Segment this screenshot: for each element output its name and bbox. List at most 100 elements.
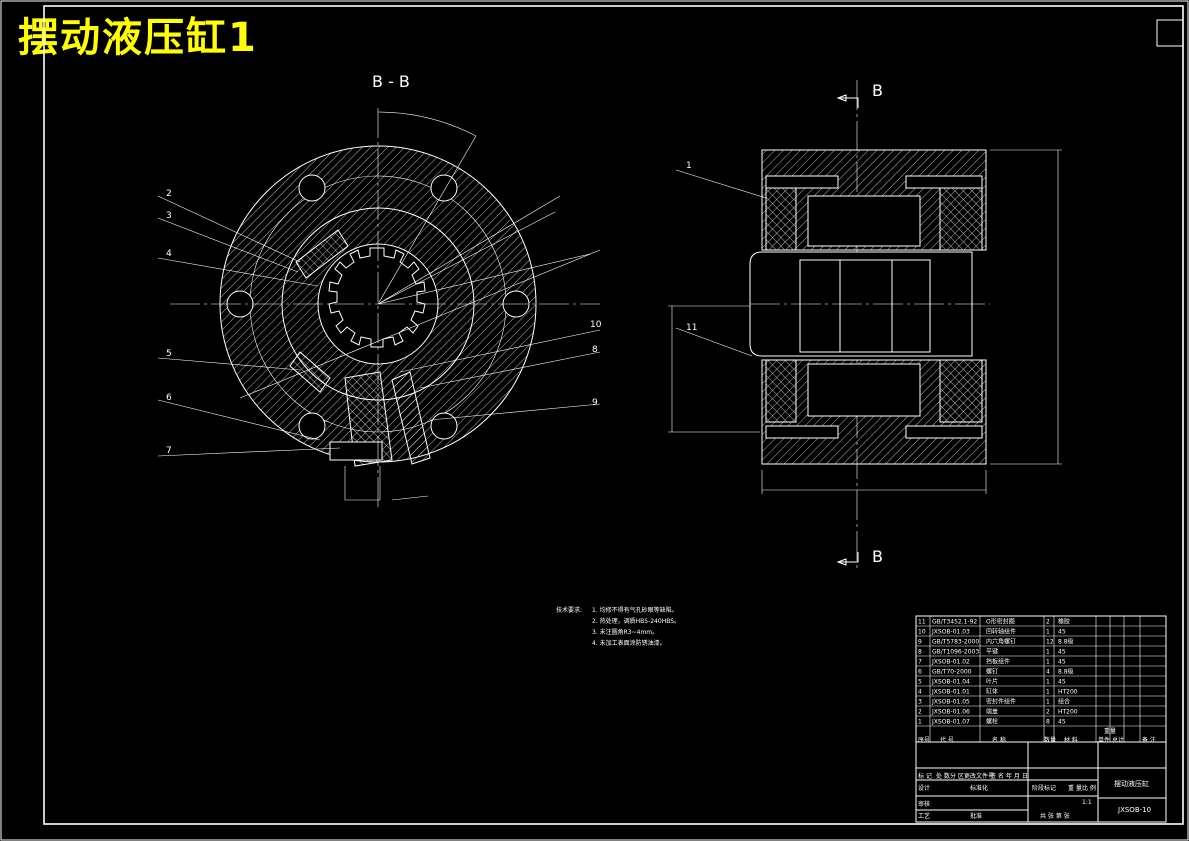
parts-cell-material: 45 (1058, 719, 1066, 726)
parts-cell-qty: 8 (1046, 719, 1050, 726)
parts-cell-code: GB/T5783-2000 (932, 639, 979, 646)
parts-cell-material: 橡胶 (1058, 618, 1070, 626)
parts-cell-code: JXSOB-01.06 (931, 709, 970, 716)
parts-cell-no: 11 (918, 619, 926, 626)
baffle-key (329, 441, 383, 461)
approve-label: 批准 (970, 812, 982, 820)
parts-row: 7 JXSOB-01.02 挡板组件 1 45 (916, 658, 1166, 667)
balloon-1: 1 (686, 161, 692, 171)
balloon-10: 10 (590, 320, 602, 330)
scale-value: 1:1 (1082, 799, 1092, 806)
parts-cell-qty: 4 (1046, 669, 1050, 676)
bolt-bottom-right (905, 425, 983, 439)
change-doc-label: 更改文件号 (964, 772, 994, 780)
parts-cell-qty: 1 (1046, 629, 1050, 636)
parts-cell-material: 45 (1058, 659, 1066, 666)
parts-cell-code: GB/T1096-2003 (932, 649, 979, 656)
bolt-hole-1 (298, 174, 326, 202)
parts-cell-no: 1 (918, 719, 922, 726)
parts-cell-material: 8.8级 (1058, 638, 1074, 646)
radial-line-2 (239, 249, 601, 399)
parts-cell-no: 5 (918, 679, 922, 686)
parts-cell-name: 密封件组件 (986, 698, 1016, 706)
section-arrow-top: B (872, 81, 883, 100)
parts-cell-no: 10 (918, 629, 926, 636)
weight-label: 重 量 (1068, 784, 1082, 792)
parts-cell-no: 7 (918, 659, 922, 666)
drawing-frame (43, 5, 1184, 825)
parts-cell-name: 缸体 (986, 688, 998, 696)
balloon-9: 9 (592, 398, 598, 408)
mark-label: 标 记 (918, 772, 932, 780)
balloons-left: 2 3 4 5 6 7 8 9 10 (157, 189, 602, 457)
section-view-bb: B - B (157, 72, 602, 508)
parts-cell-name: 挡板组件 (986, 658, 1010, 666)
process-label: 工艺 (918, 812, 930, 820)
parts-header-code: 代 号 (940, 736, 954, 744)
parts-cell-no: 6 (918, 669, 922, 676)
upper-seal (295, 229, 349, 279)
parts-cell-code: JXSOB-01.02 (931, 659, 970, 666)
parts-cell-material: 组合 (1058, 698, 1070, 706)
parts-header-no: 序号 (918, 736, 930, 744)
balloon-3: 3 (166, 211, 172, 221)
spline-shaft (328, 247, 426, 348)
balloon-8: 8 (592, 345, 598, 355)
stage-label: 阶段标记 (1032, 784, 1056, 792)
dim-leaders (344, 195, 591, 501)
tech-item-3: 3. 未注圆角R3~4mm。 (592, 628, 658, 636)
parts-cell-name: 内六角螺钉 (986, 638, 1016, 646)
parts-cell-code: JXSOB-01.07 (931, 719, 970, 726)
parts-header-weight: 重量 (1104, 727, 1116, 735)
parts-cell-code: JXSOB-01.04 (931, 679, 970, 686)
vane-stop (391, 371, 431, 465)
parts-cell-code: JXSOB-01.03 (931, 629, 970, 636)
parts-cell-name: 螺钉 (986, 668, 998, 676)
bolt-top-left (765, 175, 839, 189)
tech-heading: 技术要求: (556, 606, 582, 614)
parts-cell-qty: 1 (1046, 679, 1050, 686)
division-label: 分 区 (950, 772, 964, 780)
parts-header-note: 备 注 (1142, 736, 1156, 744)
parts-cell-name: 叶片 (986, 678, 998, 686)
parts-cell-no: 8 (918, 649, 922, 656)
parts-cell-qty: 1 (1046, 699, 1050, 706)
balloon-11: 11 (686, 323, 697, 333)
parts-cell-material: 8.8级 (1058, 668, 1074, 676)
parts-header-total_weight: 总计 (1112, 736, 1124, 744)
parts-cell-qty: 2 (1046, 619, 1050, 626)
tech-requirements: 技术要求: 1. 均修不得有气孔砂眼等缺陷。 2. 热处理，调质HB5-240H… (556, 606, 680, 647)
tech-item-2: 2. 热处理，调质HB5-240HBS。 (592, 617, 680, 625)
parts-cell-qty: 12 (1046, 639, 1054, 646)
bolt-hole-6 (430, 412, 458, 440)
tech-item-1: 1. 均修不得有气孔砂眼等缺陷。 (592, 606, 678, 614)
parts-header-name: 名 称 (992, 736, 1006, 744)
parts-cell-material: HT200 (1058, 689, 1078, 696)
drawing-title: 摆动液压缸1 (18, 15, 258, 61)
parts-header-material: 材 料 (1064, 736, 1078, 744)
balloon-7: 7 (166, 446, 172, 456)
parts-header-qty: 数量 (1044, 736, 1056, 744)
section-arrow-bottom: B (872, 547, 883, 566)
standard-label: 标准化 (970, 784, 988, 792)
longitudinal-view: B B 1 11 (668, 80, 1062, 570)
parts-cell-material: HT200 (1058, 709, 1078, 716)
section-label-left: B - B (372, 72, 410, 91)
parts-cell-name: O形密封圈 (986, 618, 1015, 626)
parts-header-unit_weight: 单件 (1098, 736, 1110, 744)
balloon-5: 5 (166, 349, 172, 359)
parts-cell-material: 45 (1058, 629, 1066, 636)
parts-cell-code: GB/T70-2000 (932, 669, 972, 676)
bolt-hole-2 (430, 174, 458, 202)
parts-cell-qty: 1 (1046, 659, 1050, 666)
sheets-label: 共 张 第 张 (1040, 812, 1070, 820)
